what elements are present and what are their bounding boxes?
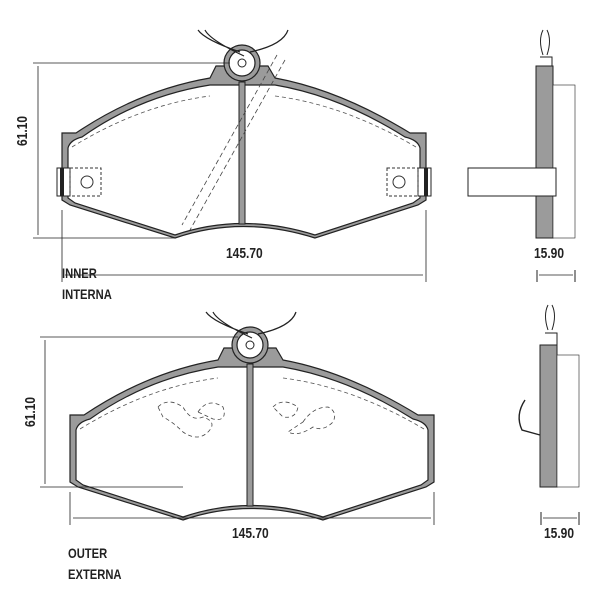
outer-dimension-lines [40,336,435,525]
inner-width-dimension: 145.70 [226,245,263,262]
outer-pad-side-view [518,304,580,525]
outer-label-es: EXTERNA [68,566,122,582]
outer-label-en: OUTER [68,545,108,561]
outer-thickness-dimension: 15.90 [544,525,575,542]
inner-pad-front-view [56,29,432,239]
inner-pad-side-view [467,29,576,282]
outer-height-dimension: 61.10 [22,396,39,427]
inner-label-en: INNER [62,265,97,281]
inner-dimension-lines [33,62,427,282]
outer-width-dimension: 145.70 [232,525,269,542]
inner-height-dimension: 61.10 [14,115,31,146]
outer-pad-front-view [69,311,435,521]
inner-thickness-dimension: 15.90 [534,245,565,262]
inner-label-es: INTERNA [62,286,112,302]
